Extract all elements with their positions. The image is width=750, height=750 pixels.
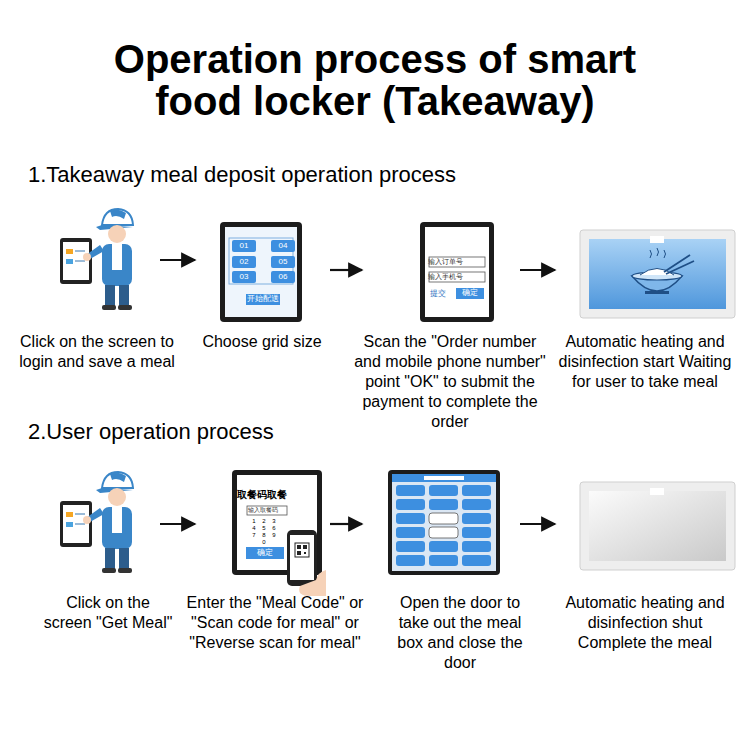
order-screen [420,222,494,322]
locker-cell [429,555,458,566]
process-step: Choose grid size [195,215,330,325]
grid-number: 04 [279,242,288,251]
button-text: 提交 [430,290,446,299]
keypad-key: 6 [272,525,275,532]
input-hint: 输入取餐码 [248,507,278,514]
keypad-key: 1 [252,518,255,525]
section-heading: 1.Takeaway meal deposit operation proces… [28,163,456,187]
keypad-key: 9 [272,532,275,539]
process-step: Scan the "Order number and mobile phone … [362,215,520,325]
keypad-key: 3 [272,518,275,525]
keypad-key: 2 [262,518,265,525]
diagram-title: Operation process of smart food locker (… [75,38,675,122]
locker-cell [396,527,425,538]
grid-number: 01 [240,242,249,251]
flow-arrow [520,523,555,525]
flow-arrow [520,269,555,271]
locker-cell [429,485,458,496]
locker-cell [429,499,458,510]
heating-stop-picture [580,482,735,570]
button-text: 开始配送 [247,295,279,304]
locker-cell [462,513,491,524]
keypad-key: 7 [252,532,255,539]
locker-cell [396,485,425,496]
meal-code-screen [232,470,326,596]
locker-cell [462,541,491,552]
grid-number: 06 [279,273,288,282]
step-caption: Open the door to take out the meal box a… [385,593,535,673]
step-caption: Enter the "Meal Code" or "Scan code for … [172,593,378,653]
locker-cell [396,555,425,566]
locker-cell [396,541,425,552]
grid-number: 03 [240,273,249,282]
locker-cell [462,485,491,496]
step-caption: Click on the screen "Get Meal" [43,593,173,633]
flow-arrow [330,269,362,271]
locker-screen [429,513,458,524]
step-caption: Choose grid size [187,332,337,352]
process-step: Click on the screen "Get Meal" [40,468,160,580]
flow-arrow [330,523,362,525]
flow-arrow [160,523,195,525]
courier-figure [60,209,133,310]
screen-heading: 取餐码取餐 [237,489,287,500]
section-heading: 2.User operation process [28,420,274,444]
keypad-key: 8 [262,532,265,539]
step-caption: Click on the screen to login and save a … [12,332,182,372]
step-caption: Automatic heating and disinfection start… [551,332,739,392]
locker-cell [462,555,491,566]
locker-cell [462,499,491,510]
user-figure [60,472,133,573]
keypad-key: 0 [262,539,265,546]
grid-number: 05 [279,258,288,267]
process-step: Automatic heating and disinfection start… [555,225,740,323]
step-caption: Automatic heating and disinfection shut … [555,593,735,653]
grid-number: 02 [240,258,249,267]
button-text: 确定 [257,549,273,558]
step-caption: Scan the "Order number and mobile phone … [352,332,548,432]
locker-cell [396,513,425,524]
button-text: 确定 [462,289,478,298]
input-hint: 输入手机号 [428,273,463,281]
locker-cell [462,527,491,538]
input-hint: 输入订单号 [428,258,463,266]
process-step: Open the door to take out the meal box a… [362,468,520,580]
locker-cell [396,499,425,510]
flow-arrow [160,259,195,261]
locker-cell [429,541,458,552]
heating-start-picture [580,230,735,318]
process-step: Automatic heating and disinfection shut … [555,478,740,574]
keypad-key: 4 [252,525,255,532]
grid-screen [220,222,302,322]
food-locker [388,470,500,575]
locker-screen [429,527,458,538]
keypad-key: 5 [262,525,265,532]
process-step: Click on the screen to login and save a … [40,205,160,315]
